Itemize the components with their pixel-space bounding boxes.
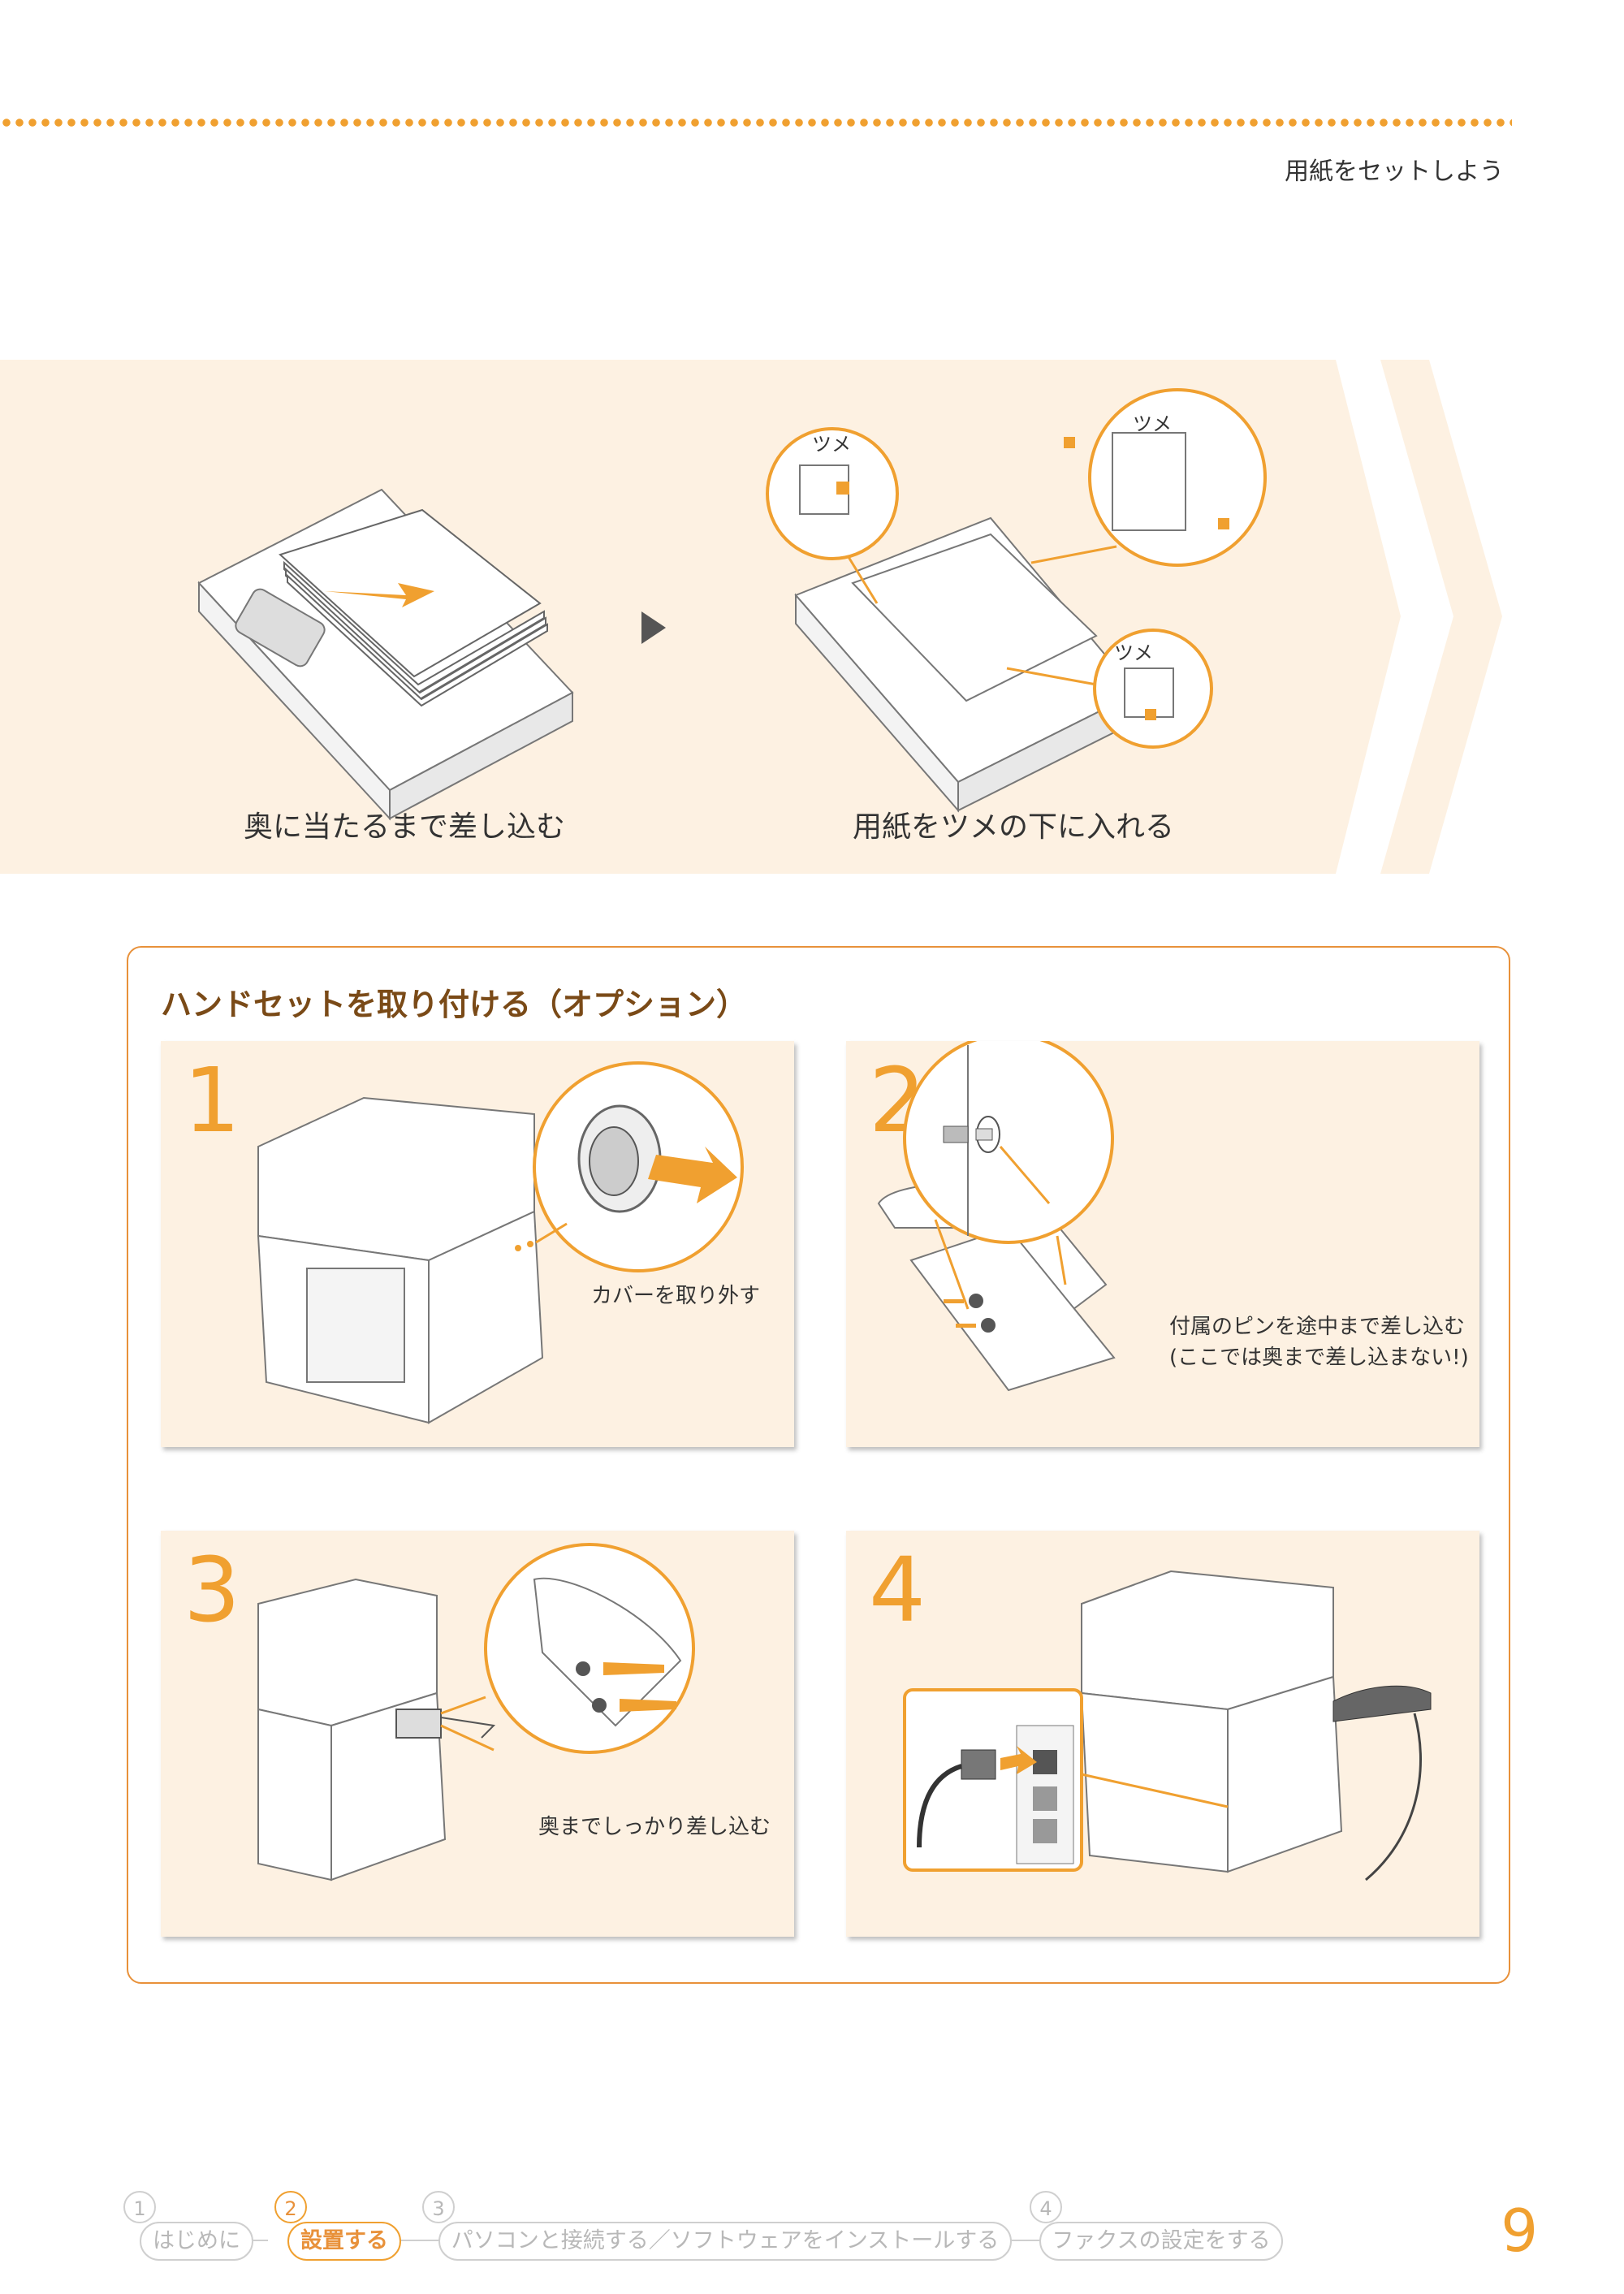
crumb-introduction[interactable]: はじめに (140, 2222, 253, 2261)
step-2-label-line1: 付属のピンを途中まで差し込む (1169, 1315, 1466, 1339)
crumb-connect-pc[interactable]: パソコンと接続する／ソフトウェアをインストールする (438, 2222, 1012, 2261)
tab-callout-label-2: ツメ (1133, 413, 1172, 435)
page-number: 9 (1501, 2197, 1538, 2265)
step-4-illustration (903, 1570, 1432, 1881)
step-3-number: 3 (184, 1538, 240, 1642)
step-4-panel: 4 (846, 1531, 1479, 1937)
step-3-label: 奥までしっかり差し込む (538, 1815, 771, 1839)
caption-insert-paper: 奥に当たるまで差し込む (244, 810, 566, 844)
step-1-illustration (257, 1061, 744, 1424)
step-2-illustration (877, 1041, 1116, 1392)
tab-callout-label-1: ツメ (812, 433, 851, 456)
crumb-number-1: 1 (123, 2191, 156, 2223)
step-2-label-line2: (ここでは奥まで差し込まない!) (1169, 1346, 1469, 1370)
step-2-panel: 2 付属のピンを途中まで差し込む (ここでは奥まで差し込まない!) (846, 1041, 1479, 1447)
crumb-number-2: 2 (274, 2191, 307, 2223)
caption-under-tabs: 用紙をツメの下に入れる (853, 810, 1175, 844)
handset-section-title: ハンドセットを取り付ける（オプション） (161, 987, 748, 1022)
crumb-fax-setup[interactable]: ファクスの設定をする (1039, 2222, 1283, 2261)
paper-tray-illustration (197, 488, 666, 821)
page-section-title: 用紙をセットしよう (1285, 158, 1504, 186)
crumb-setup[interactable]: 設置する (287, 2222, 401, 2261)
crumb-number-3: 3 (422, 2191, 455, 2223)
crumb-number-4: 4 (1030, 2191, 1062, 2223)
handset-section-frame (127, 946, 1510, 1984)
step-1-panel: 1 カバーを取り外す (161, 1041, 794, 1447)
tab-callout-label-3: ツメ (1114, 642, 1153, 664)
crumb-connector (1007, 2240, 1047, 2241)
step-3-panel: 3 奥までしっかり差し込む (161, 1531, 794, 1937)
tray-tabs-illustration (766, 388, 1267, 813)
dotted-header-rule (0, 119, 1512, 127)
footer-breadcrumbs: はじめに 1 設置する 2 パソコンと接続する／ソフトウェアをインストールする … (0, 2191, 1624, 2274)
step-3-illustration (257, 1543, 695, 1881)
crumb-connector (398, 2240, 447, 2241)
paper-loading-band: ツメ ツメ ツメ 奥に当たるまで差し込む 用紙をツメの下に入れる (0, 360, 1510, 874)
step-1-number: 1 (184, 1048, 240, 1152)
step-4-number: 4 (869, 1538, 926, 1642)
step-1-label: カバーを取り外す (591, 1284, 761, 1308)
